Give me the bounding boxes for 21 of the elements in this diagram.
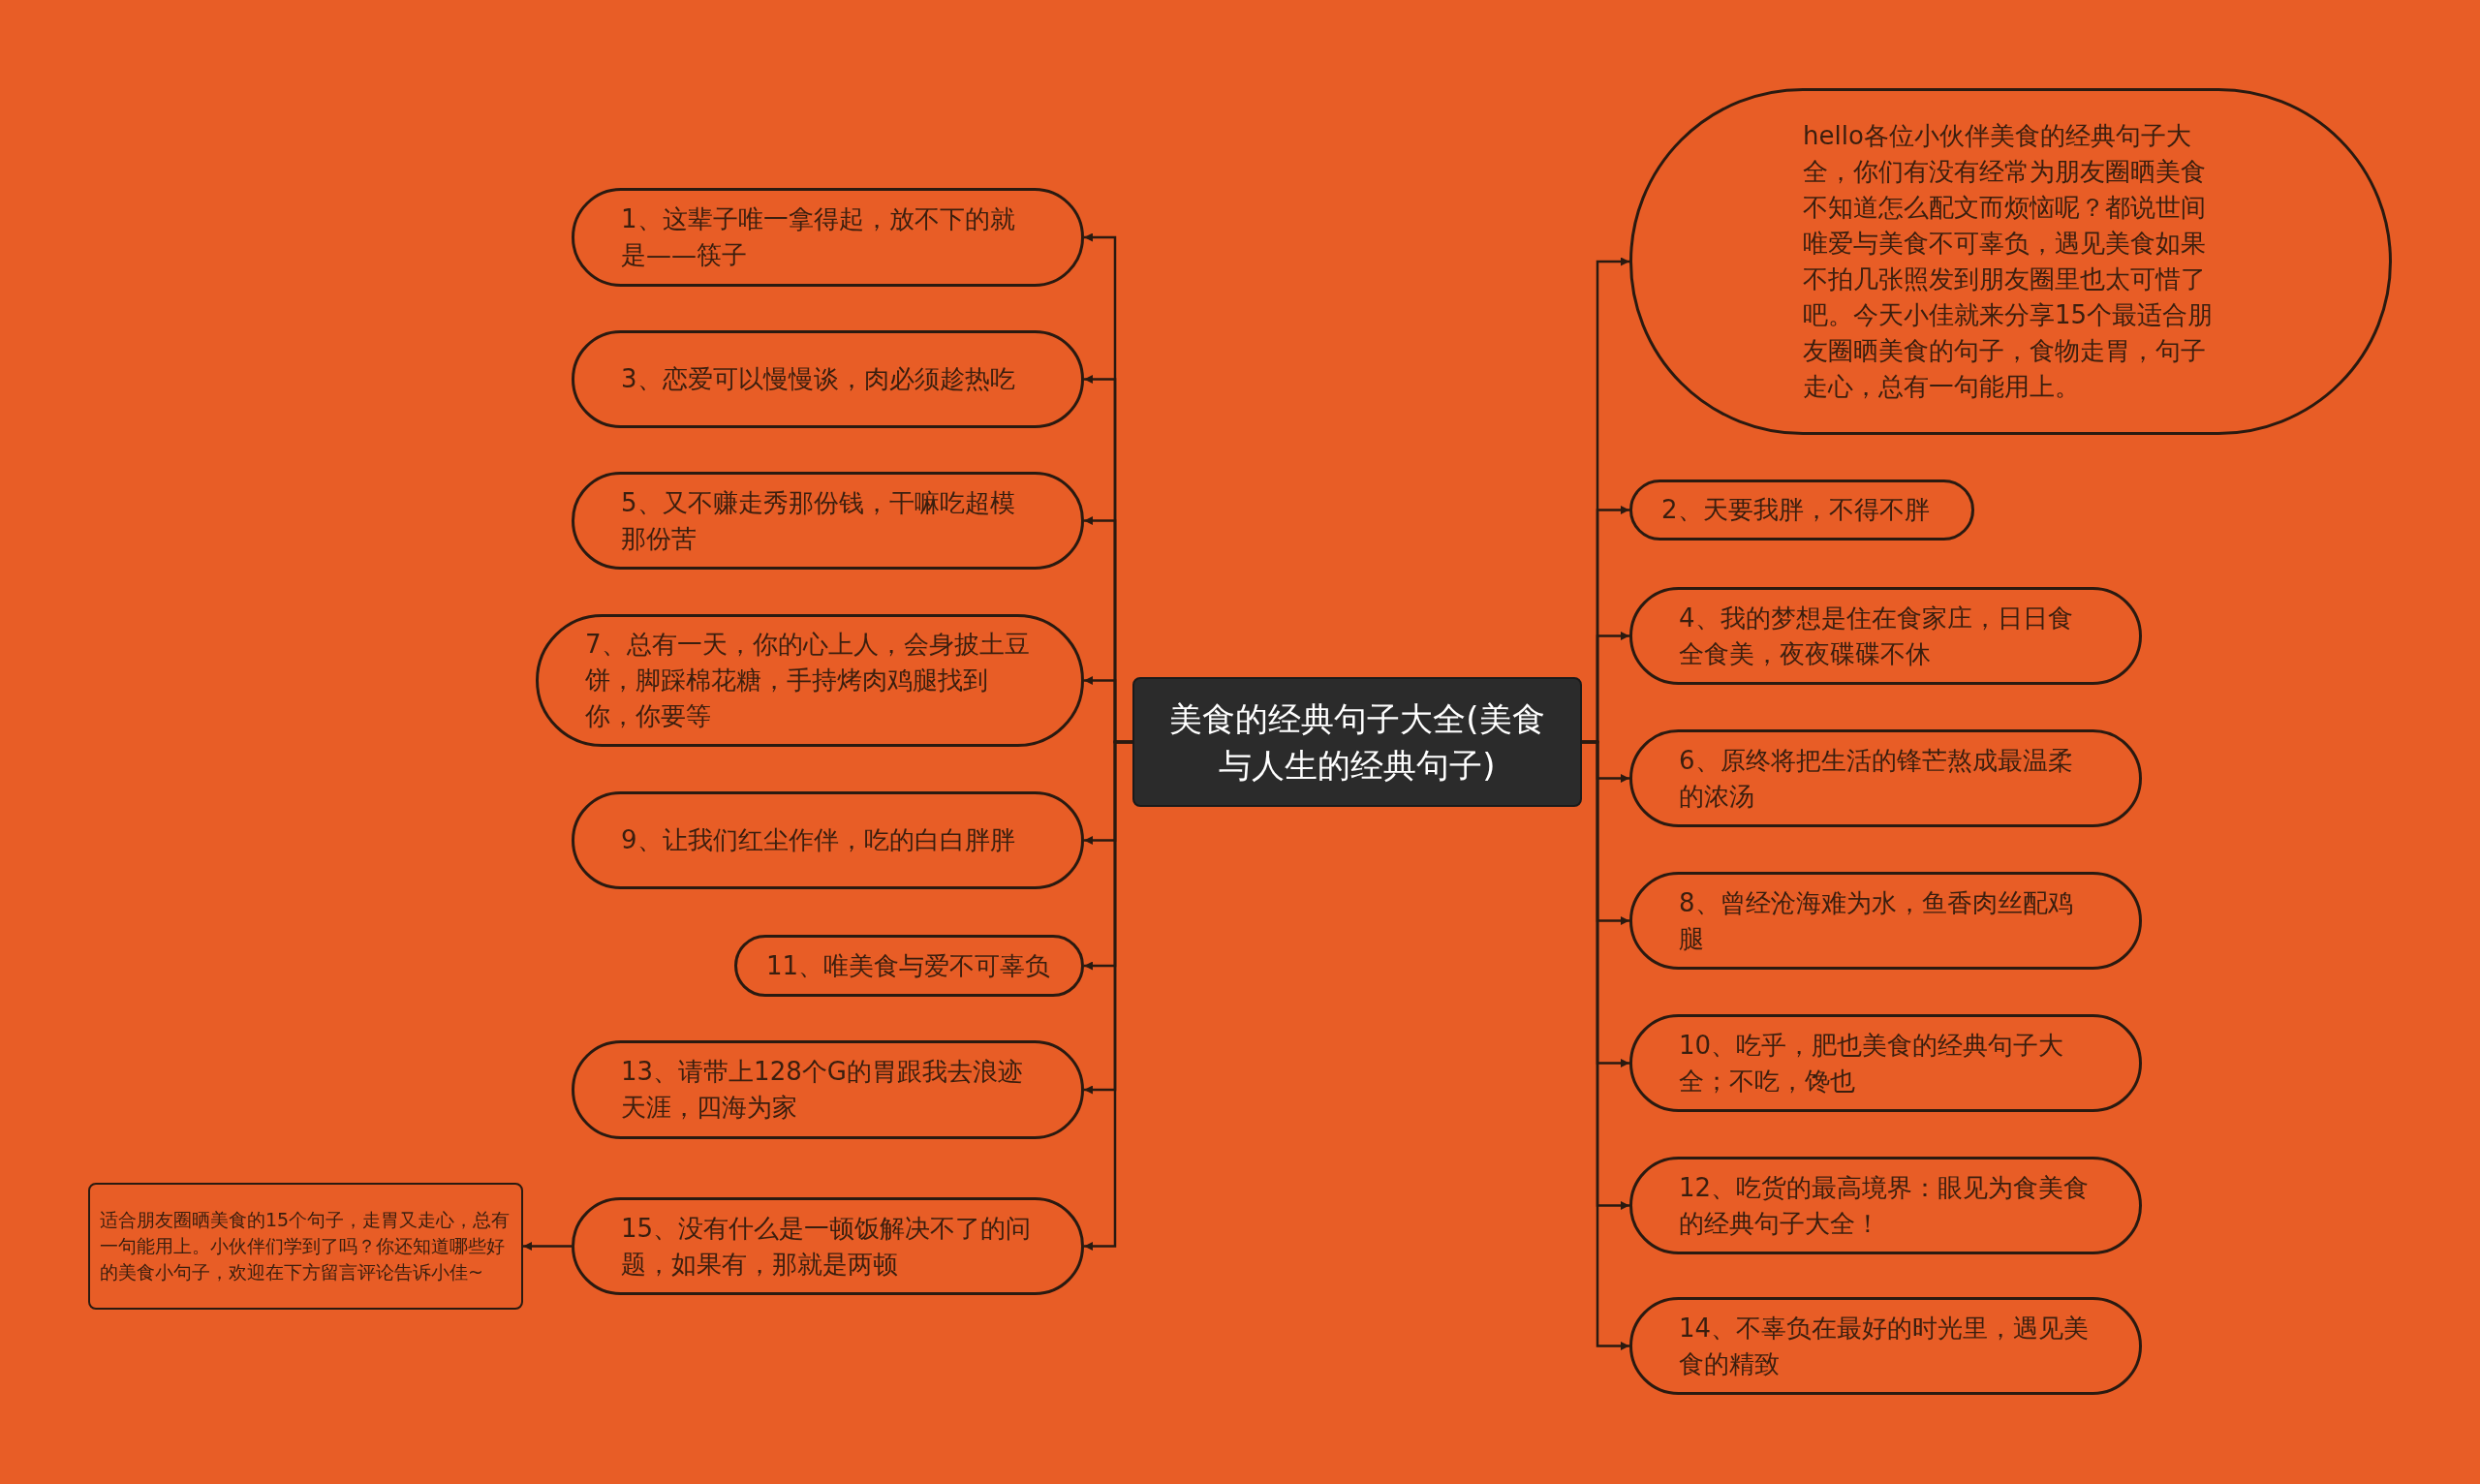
topic-box: 3、恋爱可以慢慢谈，肉必须趁热吃 — [572, 330, 1084, 428]
topic-box: 7、总有一天，你的心上人，会身披土豆饼，脚踩棉花糖，手持烤肉鸡腿找到你，你要等 — [536, 614, 1084, 747]
note-box: 适合朋友圈晒美食的15个句子，走胃又走心，总有一句能用上。小伙伴们学到了吗？你还知道哪些好的美食小句子，欢迎在下方留言评论告诉小佳~ — [88, 1183, 523, 1310]
topic-box: 10、吃乎，肥也美食的经典句子大全；不吃，馋也 — [1629, 1014, 2142, 1112]
topic-box: 6、原终将把生活的锋芒熬成最温柔的浓汤 — [1629, 729, 2142, 827]
topic-box: 5、又不赚走秀那份钱，干嘛吃超模那份苦 — [572, 472, 1084, 570]
topic-box: 12、吃货的最高境界：眼见为食美食的经典句子大全！ — [1629, 1157, 2142, 1254]
connector — [1582, 740, 1629, 1350]
topic-box: 15、没有什么是一顿饭解决不了的问题，如果有，那就是两顿 — [572, 1197, 1084, 1295]
central-topic-box: 美食的经典句子大全(美食与人生的经典句子) — [1132, 677, 1582, 807]
topic-box: 2、天要我胖，不得不胖 — [1629, 479, 1974, 541]
connector — [523, 1242, 572, 1251]
topic-box: 8、曾经沧海难为水，鱼香肉丝配鸡腿 — [1629, 872, 2142, 970]
topic-box: 13、请带上128个G的胃跟我去浪迹天涯，四海为家 — [572, 1040, 1084, 1139]
topic-box: hello各位小伙伴美食的经典句子大全，你们有没有经常为朋友圈晒美食不知道怎么配文而烦恼呢？都说世间唯爱与美食不可辜负，遇见美食如果不拍几张照发到朋友圈里也太可惜了吧。今天小佳就来分享15个最适合朋友圈晒美食的句子，食物走胃，句子走心，总有一句能用上。 — [1629, 88, 2392, 435]
connector — [1084, 740, 1132, 1251]
topic-box: 11、唯美食与爱不可辜负 — [734, 935, 1084, 997]
topic-box: 9、让我们红尘作伴，吃的白白胖胖 — [572, 791, 1084, 889]
topic-box: 1、这辈子唯一拿得起，放不下的就是——筷子 — [572, 188, 1084, 287]
topic-box: 14、不辜负在最好的时光里，遇见美食的精致 — [1629, 1297, 2142, 1395]
topic-box: 4、我的梦想是住在食家庄，日日食全食美，夜夜碟碟不休 — [1629, 587, 2142, 685]
